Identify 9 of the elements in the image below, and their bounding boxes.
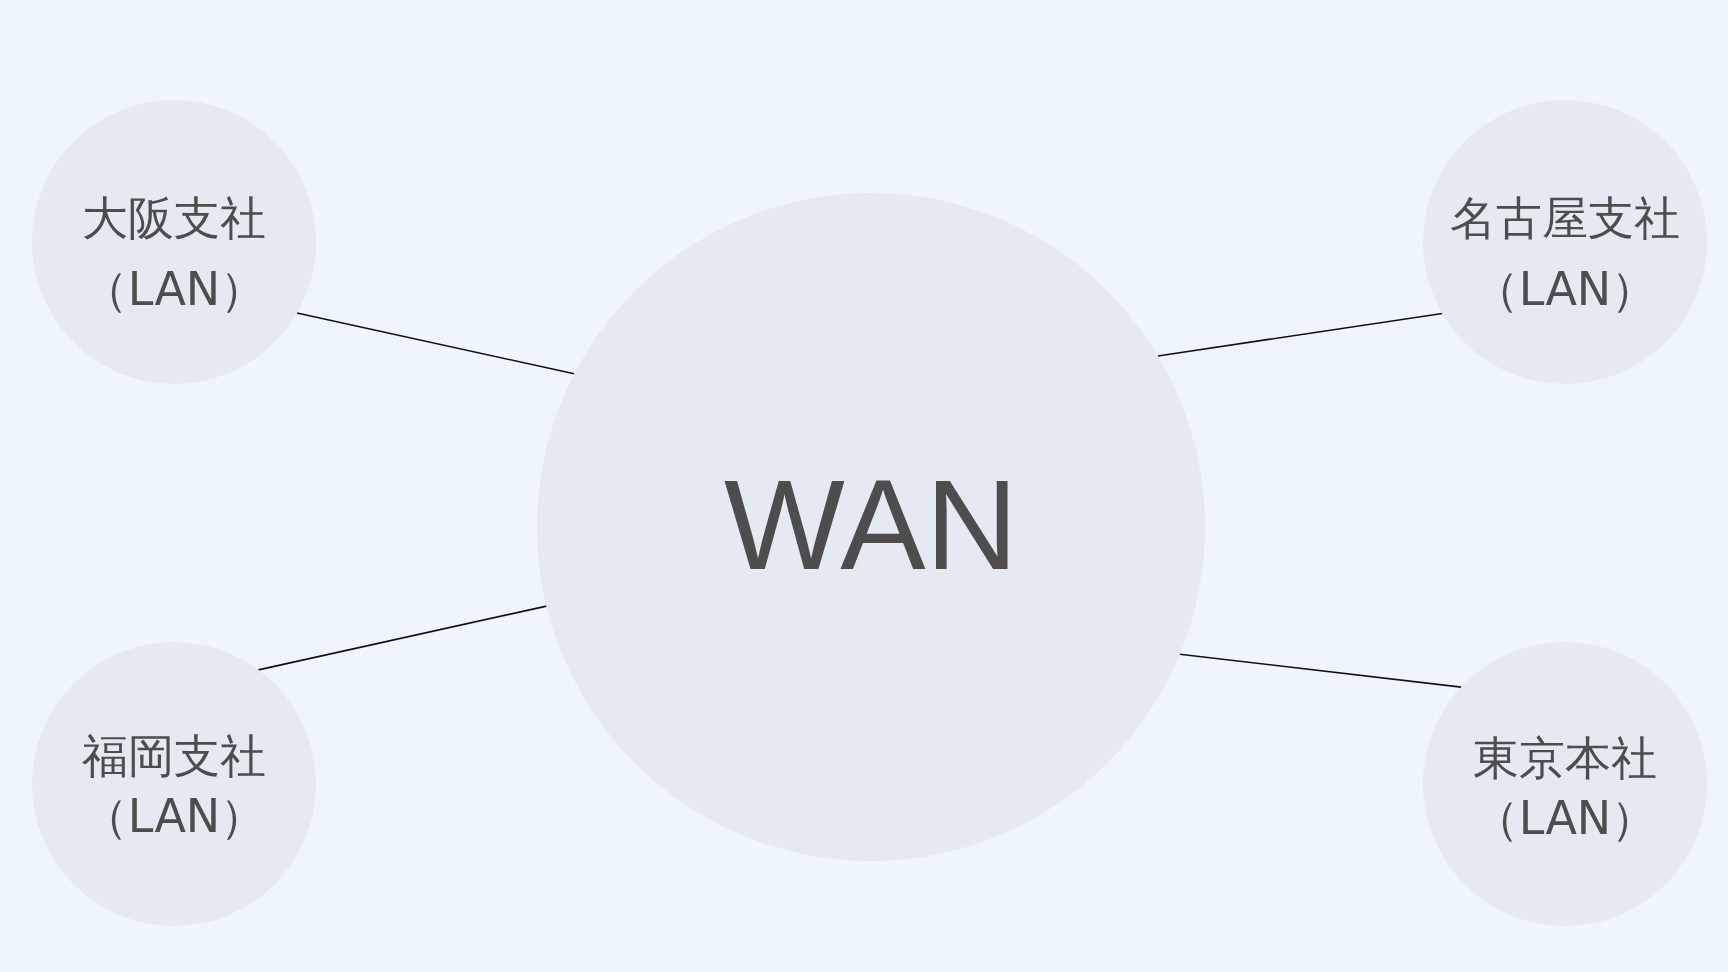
connector-line	[257, 605, 548, 671]
node-label: WAN	[724, 452, 1018, 598]
connector-line	[1179, 653, 1462, 688]
connector-line	[296, 312, 575, 375]
connector-line	[1157, 312, 1444, 357]
node-label: 大阪支社（LAN）	[80, 190, 268, 318]
node-label: 名古屋支社（LAN）	[1449, 190, 1681, 318]
node-label: 福岡支社（LAN）	[80, 728, 268, 845]
node-label: 東京本社（LAN）	[1471, 730, 1659, 847]
